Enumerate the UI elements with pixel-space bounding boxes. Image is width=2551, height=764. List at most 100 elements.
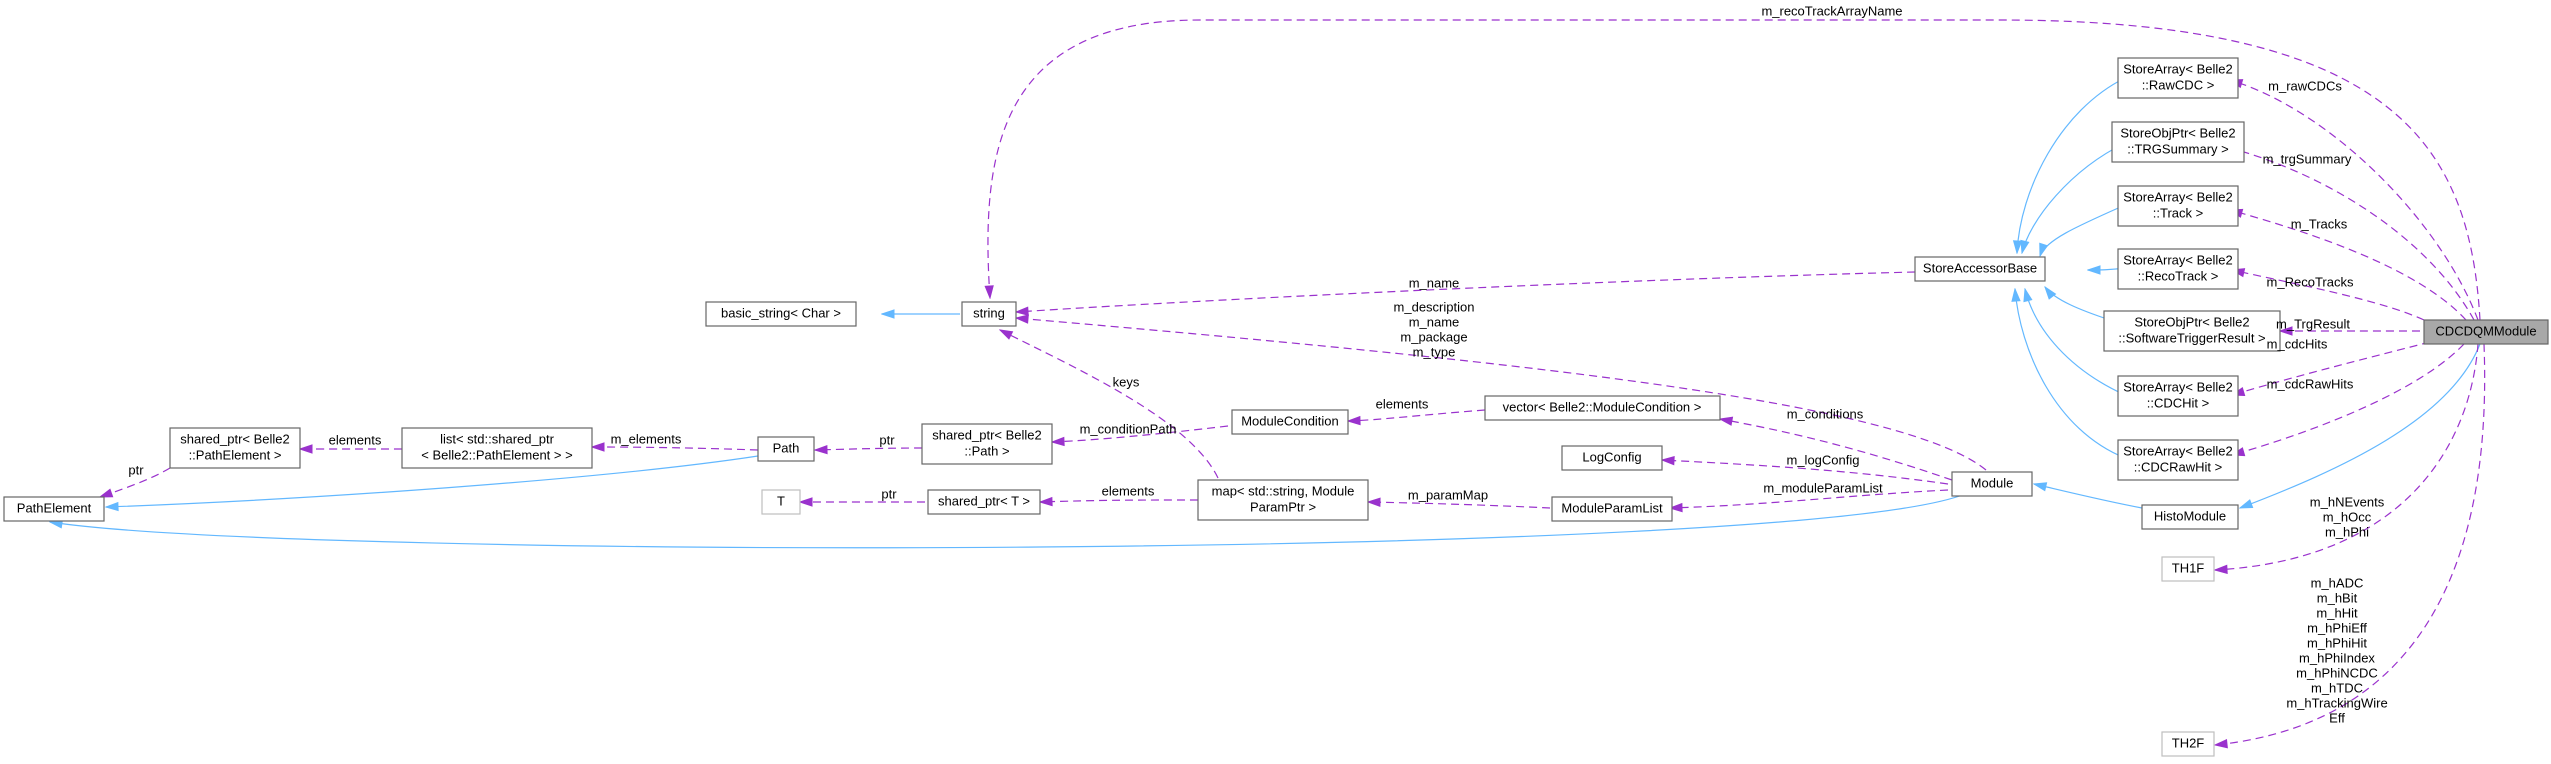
label-rawcdcs: m_rawCDCs [2268, 78, 2342, 93]
label-description-2: m_name [1409, 314, 1460, 329]
edge-keys [1000, 330, 1219, 479]
label-th2f-1: m_hADC [2311, 575, 2364, 590]
node-vector-label: vector< Belle2::ModuleCondition > [1503, 399, 1702, 414]
edge-th1f [2215, 343, 2479, 570]
edge-ptr-path [815, 448, 923, 450]
node-cdchit-label-1: StoreArray< Belle2 [2123, 379, 2232, 394]
node-swtrigger[interactable]: StoreObjPtr< Belle2 ::SoftwareTriggerRes… [2103, 310, 2281, 352]
node-module-label: Module [1971, 475, 2014, 490]
label-description-3: m_package [1400, 329, 1467, 344]
node-sharedT[interactable]: shared_ptr< T > [927, 489, 1041, 515]
node-track-label-1: StoreArray< Belle2 [2123, 189, 2232, 204]
node-track-label-2: ::Track > [2153, 205, 2203, 220]
node-cdchit[interactable]: StoreArray< Belle2 ::CDCHit > [2117, 375, 2239, 417]
node-modulecondition[interactable]: ModuleCondition [1231, 409, 1349, 435]
edge-storeaccessor-to-track [2040, 204, 2126, 256]
node-basicstring[interactable]: basic_string< Char > [705, 301, 857, 327]
node-recotrack[interactable]: StoreArray< Belle2 ::RecoTrack > [2117, 248, 2239, 290]
node-T[interactable]: T [761, 489, 801, 515]
node-th1f-label: TH1F [2172, 560, 2205, 575]
node-list[interactable]: list< std::shared_ptr < Belle2::PathElem… [401, 427, 593, 469]
label-th2f-3: m_hHit [2316, 605, 2358, 620]
label-th1f-3: m_hPhi [2325, 524, 2369, 539]
edge-elements-map [1040, 500, 1199, 502]
node-rawcdc-label-1: StoreArray< Belle2 [2123, 61, 2232, 76]
node-map-label-2: ParamPtr > [1250, 499, 1316, 514]
edge-storeaccessor-to-rawcdc [2017, 77, 2126, 253]
label-tracks: m_Tracks [2291, 216, 2348, 231]
node-logconfig[interactable]: LogConfig [1561, 445, 1663, 471]
label-cdcrawhits: m_cdcRawHits [2267, 376, 2354, 391]
node-modulecondition-label: ModuleCondition [1241, 413, 1339, 428]
node-trgsummary[interactable]: StoreObjPtr< Belle2 ::TRGSummary > [2111, 121, 2245, 163]
node-logconfig-label: LogConfig [1582, 449, 1641, 464]
node-sharedpath-label-1: shared_ptr< Belle2 [932, 427, 1042, 442]
node-T-label: T [777, 493, 785, 508]
node-vector[interactable]: vector< Belle2::ModuleCondition > [1484, 395, 1721, 421]
label-moduleparamlist: m_moduleParamList [1763, 480, 1883, 495]
node-sharedpath[interactable]: shared_ptr< Belle2 ::Path > [921, 423, 1053, 465]
edge-cdchits [2232, 341, 2431, 395]
node-cdchit-label-2: ::CDCHit > [2147, 395, 2209, 410]
node-sharedT-label: shared_ptr< T > [938, 493, 1030, 508]
inheritance-edges [50, 77, 2481, 549]
node-cdcrawhit-label-1: StoreArray< Belle2 [2123, 443, 2232, 458]
edge-name [1016, 271, 1916, 312]
node-storeaccessor-label: StoreAccessorBase [1923, 260, 2037, 275]
node-module[interactable]: Module [1951, 471, 2033, 497]
node-cdcrawhit[interactable]: StoreArray< Belle2 ::CDCRawHit > [2117, 439, 2239, 481]
edge-labels: m_recoTrackArrayName m_rawCDCs m_trgSumm… [128, 3, 2387, 725]
edge-rawcdcs [2230, 80, 2479, 321]
usage-edges [100, 19, 2486, 745]
node-sharedpathelement-label-1: shared_ptr< Belle2 [180, 431, 290, 446]
node-sharedpathelement[interactable]: shared_ptr< Belle2 ::PathElement > [169, 427, 301, 469]
node-path[interactable]: Path [757, 436, 815, 462]
label-name: m_name [1409, 275, 1460, 290]
label-th2f-4: m_hPhiEff [2307, 620, 2367, 635]
edge-storeaccessor-to-trgsummary [2022, 142, 2126, 253]
node-th1f[interactable]: TH1F [2161, 556, 2215, 582]
edge-parammap [1368, 502, 1551, 509]
label-trgresult: m_TrgResult [2276, 316, 2350, 331]
label-m-elements: m_elements [611, 431, 682, 446]
edge-conditions [1720, 419, 1953, 481]
node-cdcrawhit-label-2: ::CDCRawHit > [2134, 459, 2223, 474]
node-map-label-1: map< std::string, Module [1212, 483, 1355, 498]
edge-elements-vec [1348, 409, 1486, 421]
node-moduleparamlist[interactable]: ModuleParamList [1551, 496, 1673, 522]
label-th2f-7: m_hPhiNCDC [2296, 665, 2378, 680]
node-path-label: Path [773, 440, 800, 455]
node-histomodule[interactable]: HistoModule [2141, 504, 2239, 530]
node-trgsummary-label-1: StoreObjPtr< Belle2 [2120, 125, 2235, 140]
label-cdchits: m_cdcHits [2267, 336, 2328, 351]
edge-th2f [2215, 343, 2486, 745]
node-map[interactable]: map< std::string, Module ParamPtr > [1197, 479, 1369, 521]
node-rawcdc[interactable]: StoreArray< Belle2 ::RawCDC > [2117, 57, 2239, 99]
edge-conditionpath [1052, 425, 1229, 442]
label-th2f-9: m_hTrackingWire [2286, 695, 2387, 710]
label-description-4: m_type [1413, 344, 1456, 359]
edge-storeaccessor-to-swtrigger [2045, 287, 2111, 321]
node-swtrigger-label-1: StoreObjPtr< Belle2 [2134, 314, 2249, 329]
node-track[interactable]: StoreArray< Belle2 ::Track > [2117, 185, 2239, 227]
label-keys: keys [1113, 374, 1140, 389]
node-sharedpath-label-2: ::Path > [964, 443, 1009, 458]
node-pathelement[interactable]: PathElement [3, 496, 105, 522]
label-ptr-pe: ptr [128, 462, 144, 477]
edge-trgsummary [2230, 148, 2475, 321]
label-elements-map: elements [1102, 483, 1155, 498]
label-conditionpath: m_conditionPath [1080, 421, 1177, 436]
label-th1f-2: m_hOcc [2323, 509, 2372, 524]
node-string[interactable]: string [961, 301, 1017, 327]
edge-storeaccessor-to-cdchit [2025, 289, 2126, 396]
node-cdcdqm[interactable]: CDCDQMModule [2423, 319, 2549, 345]
node-th2f[interactable]: TH2F [2161, 731, 2215, 757]
edge-recotrackname [988, 19, 2481, 321]
node-storeaccessor[interactable]: StoreAccessorBase [1914, 256, 2046, 282]
label-th2f-10: Eff [2329, 710, 2345, 725]
label-th1f-1: m_hNEvents [2310, 494, 2385, 509]
node-list-label-2: < Belle2::PathElement > > [421, 447, 572, 462]
node-trgsummary-label-2: ::TRGSummary > [2127, 141, 2229, 156]
edge-pathelement-to-module [50, 493, 1966, 549]
